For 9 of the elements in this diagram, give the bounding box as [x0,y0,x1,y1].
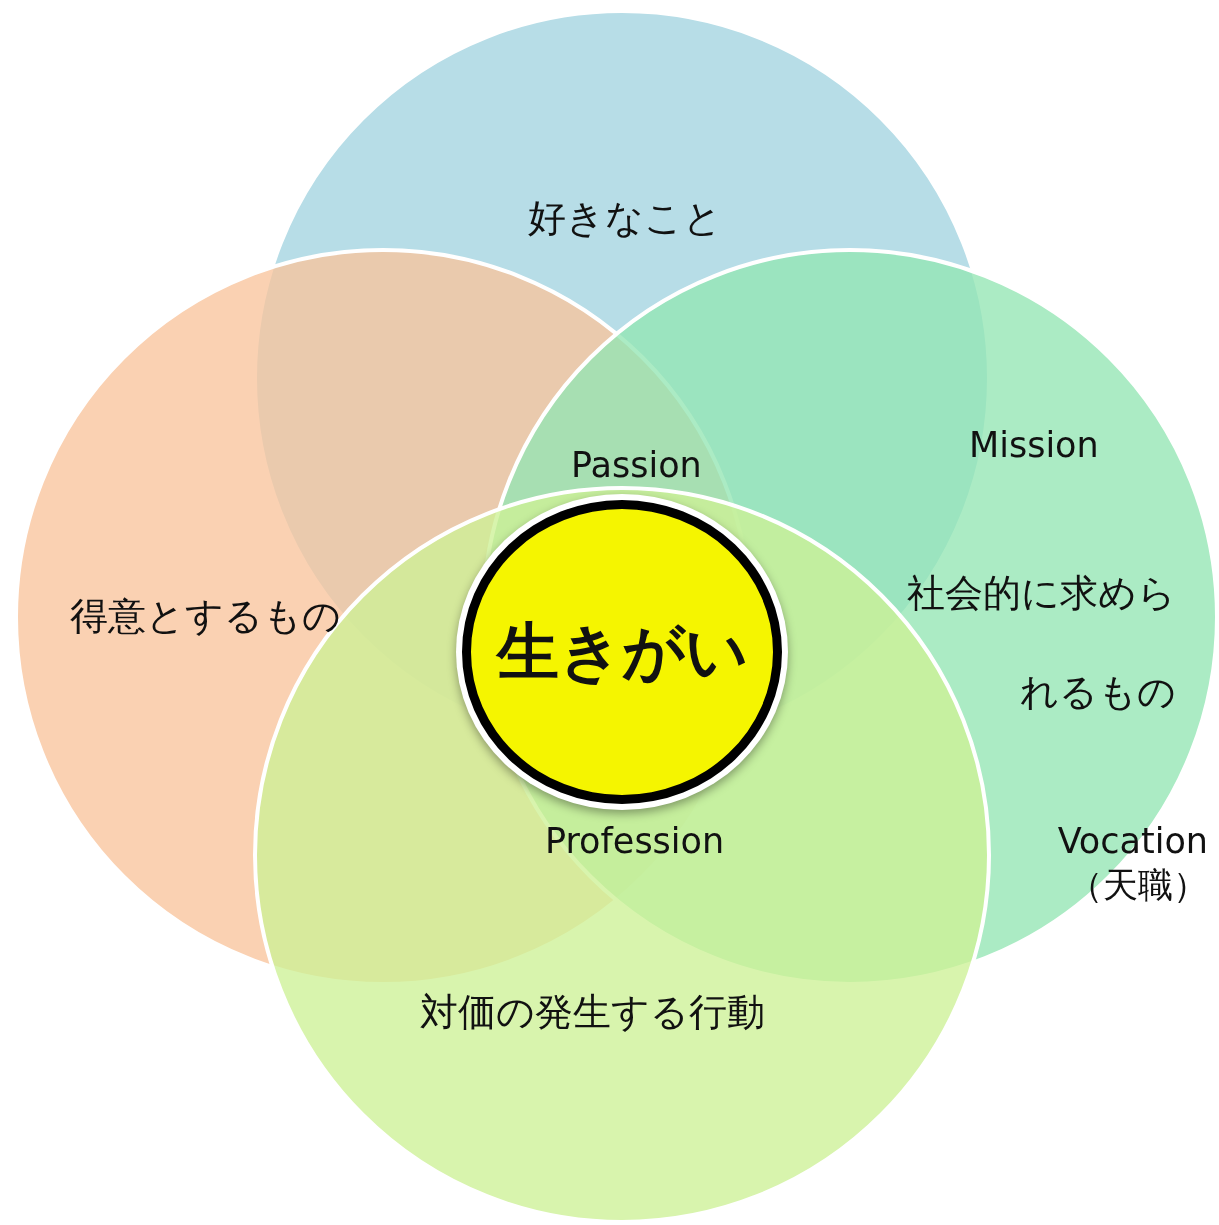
circle-label: 社会的に求められるもの [906,570,1176,716]
circle-label: 対価の発生する行動 [420,990,765,1036]
area-label: Vocation（天職） [1056,820,1208,907]
circle-label: 得意とするもの [70,594,341,640]
area-label: Profession [545,820,725,863]
area-label: Mission [969,424,1099,467]
center-label: 生きがい [496,614,748,690]
area-label: Passion [571,444,702,487]
circle-label: 好きなこと [528,196,722,242]
